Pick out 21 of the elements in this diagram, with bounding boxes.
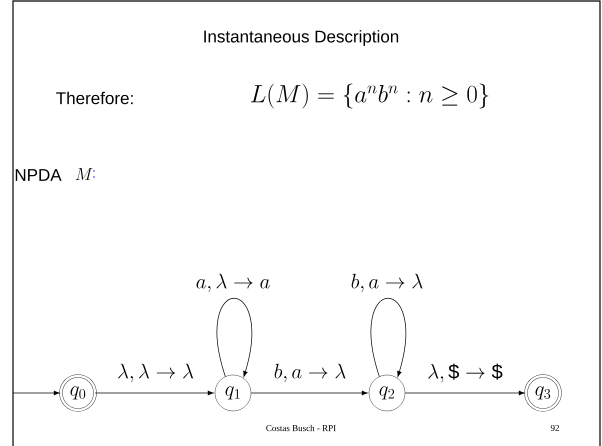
slide-title: Instantaneous Description: [204, 30, 398, 46]
edge-label: $\lambda, \text{\textdollar} \rightarrow \text{\textdollar}$: [426, 362, 504, 384]
edge-label: $a, \lambda \rightarrow a$: [194, 272, 272, 294]
formula: $:$: [93, 170, 95, 178]
transition-arrow: [404, 390, 525, 396]
accepting-state: $q_3$: [524, 374, 562, 412]
formula: $M$: [76, 168, 93, 180]
footer-text: Costas Busch - RPI: [266, 424, 336, 432]
label-text: Therefore:: [56, 92, 133, 104]
self-loop-arrow: [370, 298, 406, 377]
label-text: NPDA: [16, 169, 62, 181]
edge-label: $b, a \rightarrow \lambda$: [350, 272, 424, 294]
edge-label: $\lambda, \lambda \rightarrow \lambda$: [116, 362, 195, 384]
self-loop-arrow: [216, 298, 252, 377]
formula: $L(M) = \{a^n b^n : n \geq 0\}$: [250, 84, 488, 108]
transition-arrow: [250, 390, 368, 396]
transition-arrow: [12, 390, 60, 396]
footer-text: 92: [550, 424, 559, 432]
accepting-state: $q_0$: [59, 374, 97, 412]
transition-arrow: [94, 390, 214, 396]
edge-label: $b, a \rightarrow \lambda$: [272, 362, 348, 384]
